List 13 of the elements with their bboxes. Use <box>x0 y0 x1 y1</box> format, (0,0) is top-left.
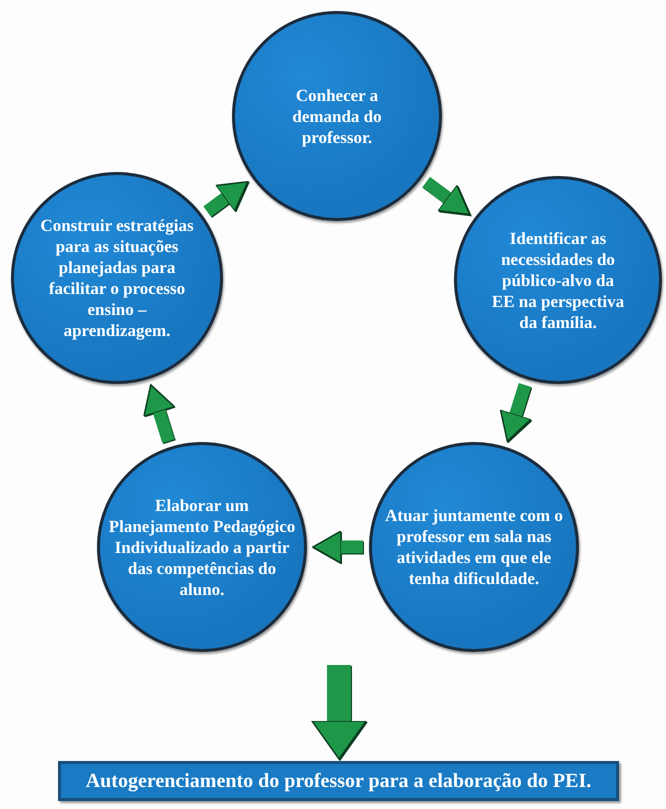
node-text: Conhecer a demanda do professor. <box>291 84 383 148</box>
node-text: Construir estratégias para as situações planejadas para facilitar o processo ensino – aprendizagem. <box>39 215 195 341</box>
block-arrow <box>312 530 363 564</box>
node-text: Elaborar um Planejamento Pedagógico Individualizado a partir das competências do aluno. <box>108 494 296 600</box>
block-arrow <box>422 176 470 216</box>
block-arrow <box>311 665 367 760</box>
node-text: Atuar juntamente com o professor em sala nas atividades em que ele tenha dificuldade. <box>384 505 564 589</box>
block-arrow <box>203 181 248 217</box>
block-arrow <box>500 382 532 442</box>
result-box <box>58 761 619 801</box>
block-arrow <box>143 384 176 444</box>
node-text: Identificar as necessidades do público-alvo da EE na perspectiva da família. <box>490 228 626 332</box>
node-text: Autogerenciamento do professor para a elaboração do PEI. <box>86 770 592 792</box>
